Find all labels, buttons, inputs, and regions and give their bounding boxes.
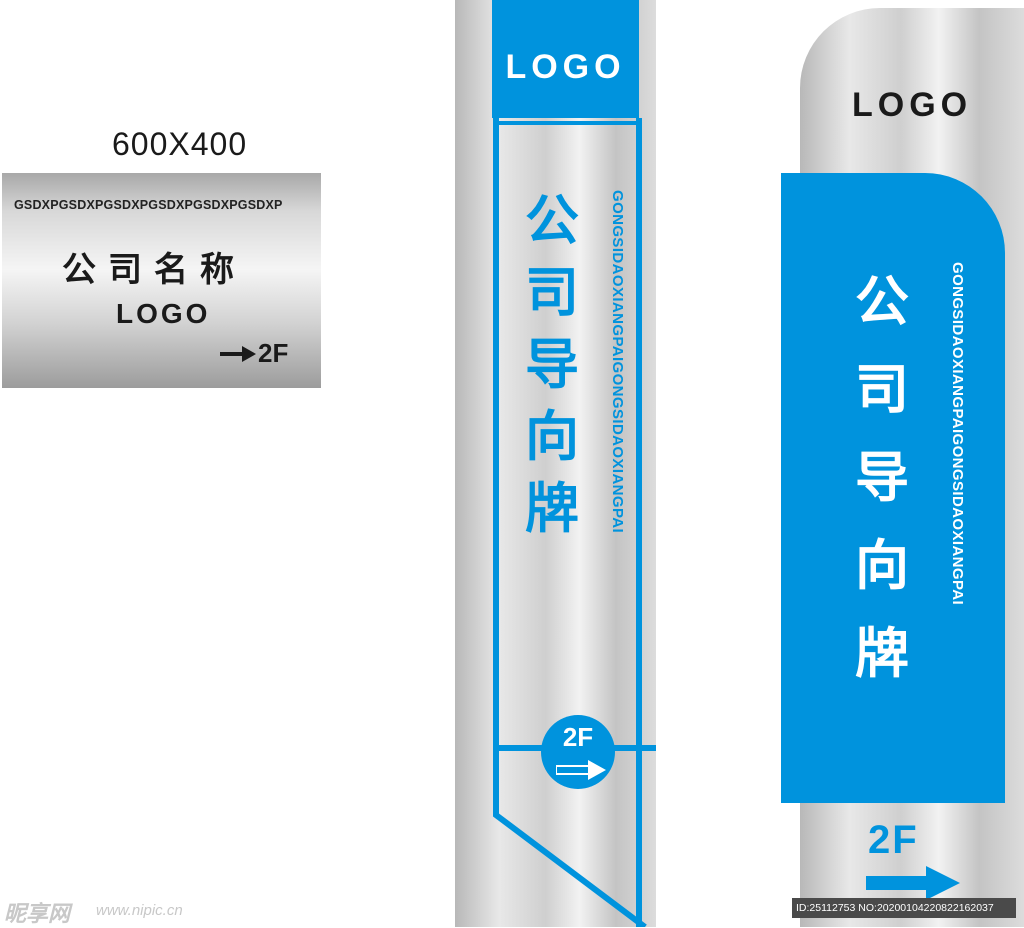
- sign-frame-lines: [493, 118, 656, 927]
- sign3-logo: LOGO: [852, 86, 973, 124]
- arrow-right-icon: [556, 760, 606, 780]
- sign2-title-chars: 公 司 导 向 牌: [522, 185, 582, 545]
- plate-floor-label: 2F: [258, 338, 289, 368]
- sign2-char: 牌: [525, 479, 579, 539]
- plate-logo: LOGO: [116, 298, 211, 329]
- sign3-char: 司: [855, 360, 909, 420]
- door-plate: [2, 173, 321, 388]
- watermark-url: www.nipic.cn: [96, 902, 183, 919]
- sign2-floor-label: 2F: [562, 722, 594, 752]
- sign3-title-chars: 公 司 导 向 牌: [852, 258, 912, 698]
- sign3-char: 导: [855, 448, 909, 508]
- sign3-floor-label: 2F: [868, 818, 919, 862]
- sign3-char: 向: [855, 536, 909, 596]
- sign2-char: 公: [525, 191, 579, 251]
- sign2-logo: LOGO: [505, 48, 626, 86]
- watermark-id: ID:25112753 NO:20200104220822162037: [792, 898, 1016, 918]
- sign2-char: 向: [525, 407, 579, 467]
- arrow-right-icon: [220, 346, 256, 362]
- sign3-blue-panel: [781, 173, 1005, 803]
- sign2-char: 司: [525, 263, 579, 323]
- plate-code-text: GSDXPGSDXPGSDXPGSDXPGSDXPGSDXP: [14, 198, 283, 212]
- sign2-pinyin: GONGSIDAOXIANGPAIGONGSIDAOXIANGPAI: [609, 190, 626, 534]
- sign2-header-band: [492, 0, 639, 118]
- sign3-pinyin: GONGSIDAOXIANGPAIGONGSIDAOXIANGPAI: [949, 262, 966, 606]
- arrow-right-icon: [866, 866, 960, 900]
- plate-company-name: 公司名称: [62, 251, 246, 289]
- sign2-floor-circle: [541, 715, 615, 789]
- sign3-char: 牌: [855, 624, 909, 684]
- watermark-site: 昵享网: [4, 901, 71, 926]
- plate-size-label: 600X400: [112, 126, 248, 162]
- sign2-char: 导: [525, 335, 579, 395]
- sign3-char: 公: [855, 272, 909, 332]
